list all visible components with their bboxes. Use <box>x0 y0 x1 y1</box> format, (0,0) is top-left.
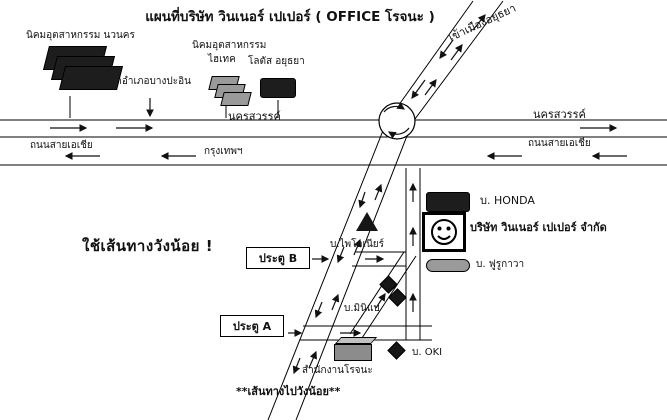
label-asia-road-left: ถนนสายเอเชีย <box>30 140 93 151</box>
label-bangkok: กรุงเทพฯ <box>204 146 243 157</box>
label-navanakorn: นิคมอุตสาหกรรม นวนคร <box>26 30 135 41</box>
honda-building-icon <box>426 192 470 212</box>
label-asia-road-right: ถนนสายเอเชีย <box>528 138 591 149</box>
label-rojana-office: สำนักงานโรจนะ <box>302 365 373 376</box>
label-lotus: โลตัส อยุธยา <box>248 56 305 67</box>
direction-arrow-icons <box>50 14 627 375</box>
factory-area-roads <box>300 168 432 341</box>
label-minebea: บ.มินิแบ <box>344 303 380 314</box>
label-furukawa: บ. ฟูรูกาวา <box>476 259 525 270</box>
rojana-office-building-icon <box>334 337 378 344</box>
gate-a-label: ประตู A <box>232 320 272 333</box>
label-hitech-line2: ไฮเทค <box>208 54 236 65</box>
connector-roads <box>69 96 279 118</box>
label-hitech-line1: นิคมอุตสาหกรรม <box>192 40 267 51</box>
gate-b-label: ประตู B <box>258 252 298 265</box>
furukawa-building-icon <box>426 259 470 272</box>
label-nakhon-sawan-left: นครสวรรค์ <box>228 110 281 123</box>
map-title: แผนที่บริษัท วินเนอร์ เปเปอร์ ( OFFICE โ… <box>145 9 435 25</box>
gate-a-box: ประตู A <box>220 315 284 337</box>
label-honda: บ. HONDA <box>480 194 535 207</box>
hitech-building-icon <box>220 92 252 106</box>
label-winner-paper: บริษัท วินเนอร์ เปเปอร์ จำกัด <box>470 221 607 234</box>
note-use-wang-noi: ใช้เส้นทางวังน้อย ! <box>82 237 214 255</box>
label-pioneer: บ.ไพโอเนียร์ <box>330 239 385 250</box>
smiley-icon <box>431 219 457 245</box>
lotus-building-icon <box>260 78 296 98</box>
label-oki: บ. OKI <box>412 347 443 358</box>
label-nakhon-sawan-right: นครสวรรค์ <box>533 108 586 121</box>
roundabout <box>378 102 416 140</box>
navanakorn-building-icon <box>59 66 123 90</box>
asia-highway <box>0 119 667 166</box>
gate-b-box: ประตู B <box>246 247 310 269</box>
rojana-office-building-icon <box>334 344 372 361</box>
note-route-to-wang-noi: **เส้นทางไปวังน้อย** <box>236 385 341 398</box>
label-to-bang-pa-in: เข้าอำเภอบางปะอิน <box>106 76 191 87</box>
pioneer-building-icon <box>356 212 378 231</box>
winner-paper-building-icon <box>422 212 466 252</box>
